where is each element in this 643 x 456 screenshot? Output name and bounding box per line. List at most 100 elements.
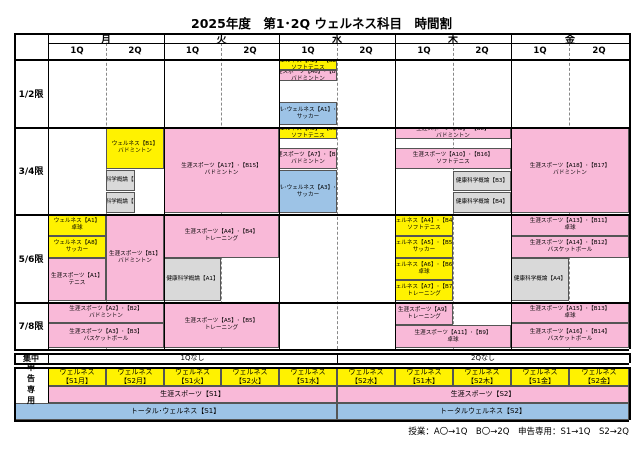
- course-cell[interactable]: 健康科学概論【A4】: [511, 258, 569, 301]
- registration-text: ウェルネス: [464, 367, 500, 376]
- course-text: 生涯スポーツ【A10】･【B16】: [412, 151, 494, 158]
- course-cell[interactable]: 生涯スポーツ【A17】･【B15】バドミントン: [164, 127, 279, 213]
- course-text: 生涯スポーツ【A17】･【B15】: [181, 163, 262, 170]
- course-cell[interactable]: 健康科学概論【A1】: [164, 258, 221, 301]
- registration-wellness[interactable]: ウェルネス【S1火】: [164, 367, 221, 386]
- course-cell[interactable]: 生涯スポーツ【A4】･【B4】トレーニング: [164, 214, 279, 258]
- registration-total-wellness[interactable]: トータル･ウェルネス【S1】: [14, 403, 337, 420]
- course-text: 生涯スポーツ【A7】･【B7】: [280, 151, 336, 158]
- course-text: 健康科学概論【A1】: [166, 276, 219, 282]
- registration-lifelong-sports[interactable]: 生涯スポーツ【S1】: [48, 386, 337, 403]
- course-text: ソフトテニス: [436, 158, 470, 165]
- page-title: 2025年度 第1･2Q ウェルネス科目 時間割: [191, 16, 452, 31]
- intensive-value: 1Qなし: [180, 354, 205, 362]
- course-cell[interactable]: 生涯スポーツ【A8】･【B8】バドミントン: [395, 127, 511, 139]
- course-cell[interactable]: ウェルネス【A2】･【B2】ソフトテニス: [279, 59, 337, 70]
- registration-wellness[interactable]: ウェルネス【S1木】: [395, 367, 453, 386]
- course-text: テニス: [68, 279, 86, 286]
- course-cell[interactable]: 生涯スポーツ【A6】･【B6】バドミントン: [279, 70, 337, 81]
- quarter-header: 1Q: [533, 46, 547, 56]
- course-text: 健康科学概論【B2】: [106, 199, 134, 205]
- course-cell[interactable]: 生涯スポーツ【A1】テニス: [48, 258, 106, 301]
- course-text: バドミントン: [118, 148, 152, 154]
- course-text: ウェルネス【A2】･【B2】: [279, 59, 337, 64]
- quarter-header: 1Q: [185, 46, 200, 56]
- grid-line: [511, 33, 512, 349]
- grid-line: [48, 353, 49, 363]
- course-cell[interactable]: 生涯スポーツ【A2】･【B2】バドミントン: [48, 302, 164, 323]
- registration-wellness[interactable]: ウェルネス【S2火】: [221, 367, 279, 386]
- registration-wellness[interactable]: ウェルネス【S1月】: [48, 367, 106, 386]
- registration-text: 【S1月】: [62, 376, 92, 385]
- quarter-header: 1Q: [417, 46, 431, 56]
- course-cell[interactable]: 健康科学概論【B3】: [453, 171, 511, 191]
- course-text: 生涯スポーツ【A11】･【B9】: [414, 329, 492, 336]
- course-cell[interactable]: 生涯スポーツ【A7】･【B7】バドミントン: [279, 148, 337, 169]
- registration-text: 【S1火】: [177, 376, 208, 385]
- course-cell[interactable]: 生涯スポーツ【A9】トレーニング: [395, 302, 453, 325]
- day-header: 木: [448, 34, 458, 46]
- course-cell[interactable]: 生涯スポーツ【A18】･【B17】バドミントン: [511, 127, 629, 213]
- course-cell[interactable]: ウェルネス【A1】卓球: [48, 214, 106, 236]
- registration-text: ウェルネス: [406, 367, 442, 376]
- course-cell[interactable]: 生涯スポーツ【A5】･【B5】トレーニング: [164, 302, 279, 348]
- course-cell[interactable]: 生涯スポーツ【A11】･【B9】卓球: [395, 325, 511, 348]
- course-cell[interactable]: 健康科学概論【A2】: [106, 170, 135, 191]
- course-text: ウェルネス【A5】･【B5】: [395, 240, 453, 247]
- course-text: 健康科学概論【A2】: [106, 177, 134, 183]
- course-cell[interactable]: 生涯スポーツ【A3】･【B3】バスケットボール: [48, 323, 164, 348]
- registration-total-wellness[interactable]: トータルウェルネス【S2】: [337, 403, 629, 420]
- quarter-header: 1Q: [301, 46, 315, 56]
- day-header: 金: [565, 34, 575, 46]
- course-text: ウェルネス【A1】: [53, 218, 101, 225]
- registration-wellness[interactable]: ウェルネス【S1水】: [279, 367, 337, 386]
- course-text: サッカー: [412, 247, 436, 253]
- registration-wellness[interactable]: ウェルネス【S1金】: [511, 367, 569, 386]
- registration-text: 【S2火】: [235, 376, 265, 385]
- course-text: 生涯スポーツ【A8】･【B8】: [416, 127, 490, 133]
- course-cell[interactable]: ウェルネス【A5】･【B5】サッカー: [395, 236, 453, 258]
- course-cell[interactable]: 生涯スポーツ【A16】･【B14】バスケットボール: [511, 323, 629, 348]
- registration-wellness[interactable]: ウェルネス【S2木】: [453, 367, 511, 386]
- course-cell[interactable]: トータル･ウェルネス【A1】･【B1】サッカー: [279, 102, 337, 125]
- course-cell[interactable]: ウェルネス【A4】･【B4】ソフトテニス: [395, 214, 453, 236]
- course-text: 生涯スポーツ【A9】: [397, 306, 451, 313]
- course-text: ウェルネス【B1】: [111, 141, 159, 148]
- course-text: 生涯スポーツ【A5】･【B5】: [184, 318, 259, 325]
- grid-line: [14, 59, 629, 61]
- grid-line: [395, 33, 396, 349]
- course-cell[interactable]: ウェルネス【A8】サッカー: [48, 236, 106, 258]
- course-cell[interactable]: 生涯スポーツ【A13】･【B11】卓球: [511, 214, 629, 236]
- course-cell[interactable]: トータル･ウェルネス【A3】･【B3】サッカー: [279, 170, 337, 213]
- course-text: バドミントン: [89, 312, 123, 319]
- grid-line: [48, 43, 629, 44]
- course-cell[interactable]: ウェルネス【A3】･【B3】ソフトテニス: [279, 127, 337, 139]
- registration-lifelong-sports[interactable]: 生涯スポーツ【S2】: [337, 386, 629, 403]
- registration-text: 【S1木】: [409, 376, 439, 385]
- grid-line: [14, 302, 629, 304]
- course-cell[interactable]: 生涯スポーツ【A10】･【B16】ソフトテニス: [395, 148, 511, 169]
- course-text: トレーニング: [204, 325, 239, 331]
- registration-wellness[interactable]: ウェルネス【S2水】: [337, 367, 395, 386]
- period-label: 5/6限: [18, 254, 44, 265]
- intensive-label: 集中: [23, 353, 39, 363]
- registration-wellness[interactable]: ウェルネス【S2金】: [569, 367, 629, 386]
- course-cell[interactable]: ウェルネス【B1】バドミントン: [106, 127, 164, 169]
- grid-line: [48, 367, 49, 403]
- course-cell[interactable]: ウェルネス【A7】･【B7】トレーニング: [395, 280, 453, 301]
- registration-label-char: 専: [27, 385, 35, 394]
- course-text: 生涯スポーツ【B1】: [108, 250, 162, 257]
- course-text: バドミントン: [436, 133, 470, 139]
- course-cell[interactable]: 健康科学概論【B4】: [453, 192, 511, 213]
- course-cell[interactable]: 生涯スポーツ【A15】･【B13】卓球: [511, 302, 629, 323]
- registration-wellness[interactable]: ウェルネス【S2月】: [106, 367, 164, 386]
- course-cell[interactable]: 健康科学概論【B2】: [106, 192, 135, 213]
- course-cell[interactable]: 生涯スポーツ【B1】バドミントン: [106, 214, 164, 301]
- registration-text: 生涯スポーツ【S2】: [450, 390, 516, 399]
- grid-line: [14, 353, 629, 355]
- course-cell[interactable]: 生涯スポーツ【A14】･【B12】バスケットボール: [511, 236, 629, 258]
- registration-text: ウェルネス: [522, 367, 558, 376]
- registration-text: ウェルネス: [117, 367, 153, 376]
- course-text: トレーニング: [204, 236, 239, 242]
- course-cell[interactable]: ウェルネス【A6】･【B6】卓球: [395, 258, 453, 280]
